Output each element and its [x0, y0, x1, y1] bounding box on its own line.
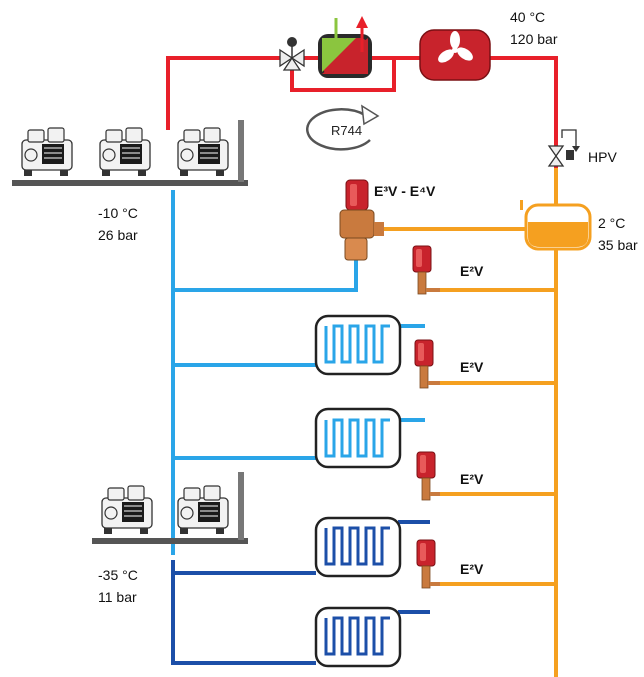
cycle-arrow-icon	[306, 104, 380, 151]
e2v-valve-2	[414, 339, 440, 389]
hpv-label: HPV	[588, 149, 617, 165]
fan-icon	[419, 29, 491, 81]
e2v-label-4: E²V	[460, 561, 484, 577]
e2v-valve-1	[412, 245, 440, 295]
evaporator-mt-1	[314, 314, 402, 376]
e2v-label-2: E²V	[460, 359, 484, 375]
e2v-label-3: E²V	[460, 471, 484, 487]
e2v-valve-4	[416, 539, 440, 589]
lt-suction-piping	[171, 520, 430, 665]
main-valve-label: E³V - E⁴V	[374, 183, 436, 199]
receiver-tank-icon	[520, 200, 592, 251]
lt-temp-label: -35 °C	[98, 567, 138, 583]
three-way-valve-icon	[279, 37, 305, 71]
evaporator-mt-2	[314, 407, 402, 469]
hpv-valve-icon	[547, 129, 580, 167]
heat-recovery-icon	[318, 16, 372, 78]
main-expansion-valve	[339, 179, 384, 261]
evaporator-lt-1	[314, 516, 402, 578]
gas-cooler-pressure-label: 120 bar	[510, 31, 558, 47]
refrigerant-label: R744	[331, 123, 362, 138]
gas-cooler-temp-label: 40 °C	[510, 9, 545, 25]
lt-compressor-rack	[92, 472, 248, 544]
mt-compressor-rack	[12, 120, 248, 186]
mt-temp-label: -10 °C	[98, 205, 138, 221]
e2v-valve-3	[416, 451, 440, 501]
evaporator-lt-2	[314, 606, 402, 668]
mt-suction-piping	[171, 190, 425, 555]
mt-pressure-label: 26 bar	[98, 227, 138, 243]
lt-pressure-label: 11 bar	[98, 589, 137, 605]
receiver-temp-label: 2 °C	[598, 215, 625, 231]
liquid-piping	[380, 168, 558, 677]
receiver-pressure-label: 35 bar	[598, 237, 638, 253]
e2v-label-1: E²V	[460, 263, 484, 279]
